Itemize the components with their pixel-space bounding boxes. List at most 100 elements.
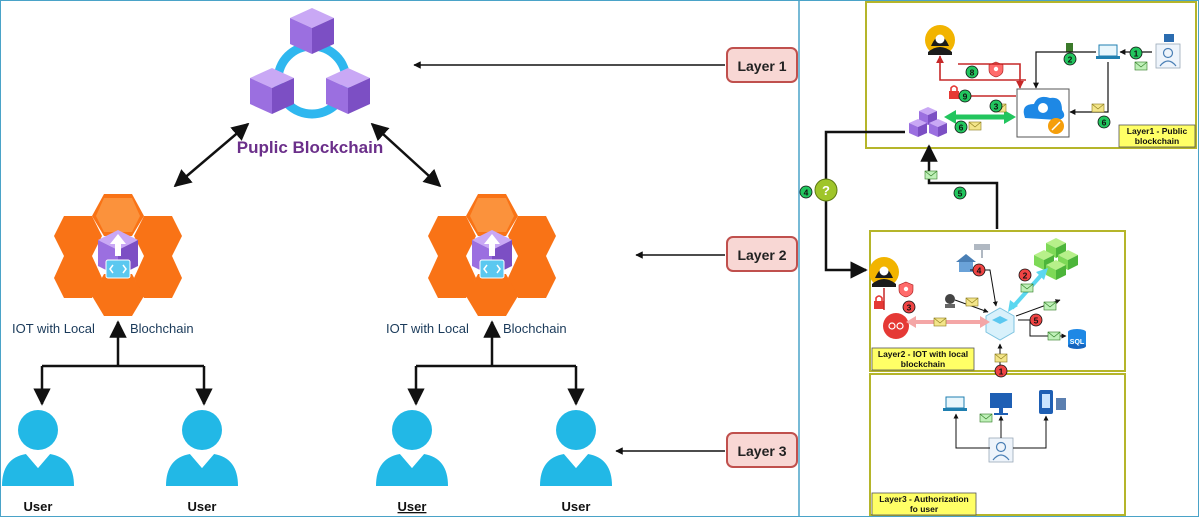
arrow-public-to-iot-right xyxy=(370,122,442,188)
green-bidirectional-arrow xyxy=(944,110,1016,124)
svg-text:6: 6 xyxy=(959,123,964,133)
lock-icon-layer2 xyxy=(873,295,885,310)
layer1-title-line1: Layer1 - Public xyxy=(1127,126,1188,136)
public-blockchain-icon xyxy=(250,8,370,119)
user-icon-3 xyxy=(376,410,448,486)
layer3-title-line2: fo user xyxy=(910,504,939,514)
layer2-title-line1: Layer2 - IOT with local xyxy=(878,349,968,359)
cloud-gear-icon xyxy=(1016,88,1070,138)
svg-text:6: 6 xyxy=(1102,118,1107,128)
small-blockchain-icon xyxy=(909,107,947,137)
user-label-3: User xyxy=(398,499,427,514)
envelope-icon xyxy=(1020,283,1034,293)
user-label-1: User xyxy=(24,499,53,514)
user-portrait-icon-layer1 xyxy=(1155,43,1181,69)
layer-1-box: Layer 1 xyxy=(726,47,798,83)
step-badge-green-8: 8 xyxy=(965,65,979,79)
layer-2-label: Layer 2 xyxy=(737,247,786,263)
envelope-icon xyxy=(968,121,982,131)
layer2-title-badge: Layer2 - IOT with local blockchain xyxy=(871,347,975,371)
user-icon-1 xyxy=(2,410,74,486)
document-icon xyxy=(1066,43,1073,52)
user-icon-4 xyxy=(540,410,612,486)
svg-text:4: 4 xyxy=(977,266,982,276)
layer-3-box: Layer 3 xyxy=(726,432,798,468)
iot-right-label-a: IOT with Local xyxy=(386,321,469,336)
layer3-title-badge: Layer3 - Authorization fo user xyxy=(871,492,977,516)
iot-right-icon xyxy=(428,194,556,316)
envelope-icon xyxy=(979,413,993,423)
svg-text:8: 8 xyxy=(970,68,975,78)
camera-icon xyxy=(974,244,990,258)
envelope-icon xyxy=(1134,61,1148,71)
step-badge-green-2: 2 xyxy=(1063,52,1077,66)
layer-1-label: Layer 1 xyxy=(737,58,786,74)
svg-text:2: 2 xyxy=(1023,271,1028,281)
attacker-icon-layer2 xyxy=(869,257,899,287)
monitor-icon xyxy=(990,393,1012,415)
user-label-2: User xyxy=(188,499,217,514)
iot-right-label-b: Blochchain xyxy=(503,321,567,336)
layer1-flow-lines xyxy=(936,49,1152,115)
envelope-icon xyxy=(994,353,1008,363)
laptop-icon-layer3 xyxy=(942,396,968,412)
svg-text:5: 5 xyxy=(958,189,963,199)
step-badge-dark-4: 4 xyxy=(799,185,813,199)
envelope-icon xyxy=(1091,103,1105,113)
cross-layer-connectors xyxy=(824,130,999,279)
iot-hub-red-icon xyxy=(883,313,909,339)
lock-icon-layer1 xyxy=(948,85,960,100)
envelope-icon xyxy=(1047,331,1061,341)
step-badge-green-5: 5 xyxy=(953,186,967,200)
user-icon-2 xyxy=(166,410,238,486)
step-badge-red-2: 2 xyxy=(1018,268,1032,282)
iot-left-label-a: IOT with Local xyxy=(12,321,95,336)
laptop-icon-layer1 xyxy=(1095,44,1121,60)
question-bubble-icon: ? xyxy=(814,178,838,202)
house-icon xyxy=(956,254,976,272)
step-badge-red-5: 5 xyxy=(1029,313,1043,327)
mobile-device-icon xyxy=(1039,390,1066,414)
user-tree-left xyxy=(33,320,213,406)
step-badge-green-1: 1 xyxy=(1129,46,1143,60)
public-blockchain-label: Puplic Blockchain xyxy=(237,138,383,157)
central-node-icon xyxy=(985,307,1015,341)
envelope-icon xyxy=(1043,301,1057,311)
layer1-title-line2: blockchain xyxy=(1135,136,1179,146)
svg-text:1: 1 xyxy=(1134,49,1139,59)
svg-text:3: 3 xyxy=(994,102,999,112)
attacker-icon-layer1 xyxy=(925,25,955,55)
user-tree-right xyxy=(407,320,585,406)
step-badge-red-3: 3 xyxy=(902,300,916,314)
question-mark: ? xyxy=(822,183,830,198)
step-badge-green-9: 9 xyxy=(958,89,972,103)
svg-text:9: 9 xyxy=(963,92,968,102)
svg-text:4: 4 xyxy=(804,188,809,198)
user-portrait-icon-layer3 xyxy=(988,437,1014,463)
sql-label: SQL xyxy=(1070,339,1085,346)
layer3-flow-lines xyxy=(953,413,1049,449)
iot-left-icon xyxy=(54,194,182,316)
webcam-icon xyxy=(945,294,955,308)
shield-icon-layer2 xyxy=(898,281,914,298)
layer-2-box: Layer 2 xyxy=(726,236,798,272)
layer2-title-line2: blockchain xyxy=(901,359,945,369)
layer3-title-line1: Layer3 - Authorization xyxy=(879,494,968,504)
step-badge-green-6a: 6 xyxy=(954,120,968,134)
layer1-title-badge: Layer1 - Public blockchain xyxy=(1118,124,1196,148)
sql-database-icon: SQL xyxy=(1068,329,1086,349)
step-badge-red-4: 4 xyxy=(972,263,986,277)
envelope-icon xyxy=(933,317,947,327)
arrow-public-to-iot-left xyxy=(173,122,250,188)
layer-3-label: Layer 3 xyxy=(737,443,786,459)
svg-text:2: 2 xyxy=(1068,55,1073,65)
step-badge-green-6b: 6 xyxy=(1097,115,1111,129)
svg-text:3: 3 xyxy=(907,303,912,313)
iot-left-label-b: Blochchain xyxy=(130,321,194,336)
step-badge-green-3: 3 xyxy=(989,99,1003,113)
svg-text:5: 5 xyxy=(1034,316,1039,326)
envelope-icon xyxy=(965,297,979,307)
